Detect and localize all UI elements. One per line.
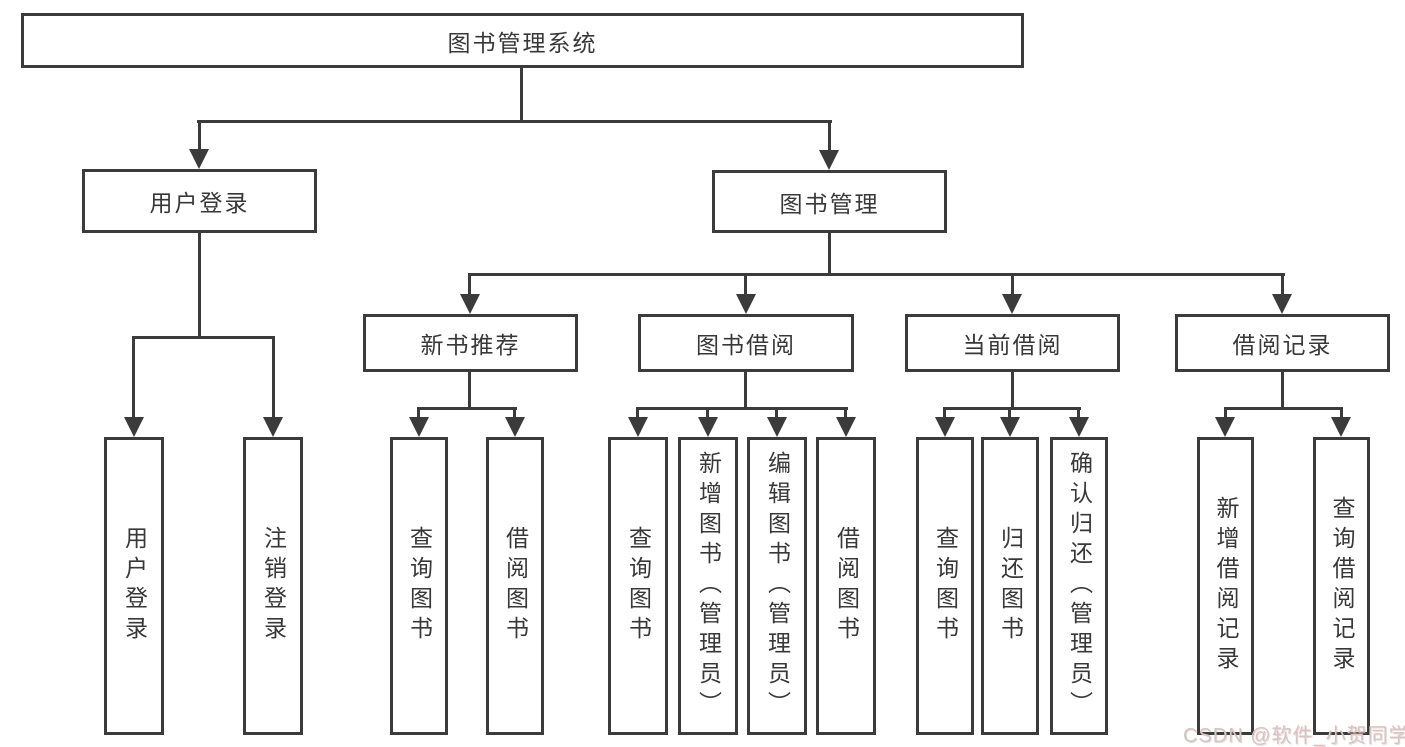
arrow-down-icon — [1272, 294, 1292, 314]
connector-stem-book-management — [828, 120, 831, 153]
node-label: 新增借阅记录 — [1213, 496, 1239, 676]
node-label: 图书借阅 — [696, 332, 796, 358]
leaf-current-query-books: 查询图书 — [916, 437, 974, 735]
arrow-down-icon — [1000, 417, 1020, 437]
arrow-down-icon — [460, 294, 480, 314]
connector-stem-leaf — [943, 407, 946, 419]
connector-stem-branch — [744, 273, 747, 296]
node-label: 归还图书 — [997, 526, 1024, 646]
node-new-book-recommend: 新书推荐 — [363, 314, 578, 372]
leaf-return-books: 归还图书 — [981, 437, 1039, 735]
arrow-down-icon — [1331, 417, 1351, 437]
connector-current-hbar — [944, 407, 1081, 410]
node-label: 用户登录 — [149, 190, 250, 216]
node-label: 借阅图书 — [502, 526, 529, 646]
connector-book-mgmt-stem — [828, 233, 831, 273]
connector-stem-leaf — [775, 407, 778, 419]
connector-recommend-hbar — [418, 407, 517, 410]
leaf-add-borrow-record: 新增借阅记录 — [1197, 437, 1254, 735]
arrow-down-icon — [767, 417, 787, 437]
node-label: 查询借阅记录 — [1329, 496, 1355, 676]
leaf-borrowing-query-books: 查询图书 — [608, 437, 668, 735]
connector-stem-leaf — [1224, 407, 1227, 419]
node-label: 查询图书 — [625, 526, 652, 646]
connector-stem-leaf — [132, 336, 135, 419]
connector-stem-branch — [468, 273, 471, 296]
connector-stem-leaf — [417, 407, 420, 419]
leaf-add-books-admin: 新增图书（管理员） — [678, 437, 738, 735]
connector-root-stem — [520, 68, 523, 120]
node-book-management: 图书管理 — [712, 170, 947, 233]
node-root-library-management-system: 图书管理系统 — [21, 13, 1024, 68]
arrow-down-icon — [189, 149, 209, 169]
arrow-down-icon — [505, 417, 525, 437]
connector-stem-leaf — [636, 407, 639, 419]
leaf-query-borrow-record: 查询借阅记录 — [1313, 437, 1370, 735]
arrow-down-icon — [263, 417, 283, 437]
arrow-down-icon — [1069, 417, 1089, 437]
connector-recommend-stem — [468, 372, 471, 407]
connector-stem-leaf — [844, 407, 847, 419]
connector-user-login-hbar — [133, 336, 275, 339]
node-label: 新书推荐 — [420, 332, 521, 358]
node-user-login: 用户登录 — [82, 169, 317, 233]
connector-borrowing-hbar — [637, 407, 848, 410]
node-label: 新增图书（管理员） — [695, 451, 722, 721]
arrow-down-icon — [836, 417, 856, 437]
watermark: CSDN @软件_小贺同学 — [1183, 725, 1405, 747]
node-book-borrowing: 图书借阅 — [638, 314, 854, 372]
arrow-down-icon — [628, 417, 648, 437]
connector-records-hbar — [1224, 407, 1343, 410]
connector-stem-branch — [1281, 273, 1284, 296]
arrow-down-icon — [698, 417, 718, 437]
node-label: 确认归还（管理员） — [1066, 451, 1093, 721]
connector-current-stem — [1011, 372, 1014, 407]
connector-borrowing-stem — [744, 372, 747, 407]
node-label: 当前借阅 — [962, 332, 1063, 358]
arrow-down-icon — [124, 417, 144, 437]
node-label: 借阅图书 — [833, 526, 860, 646]
connector-stem-leaf — [1008, 407, 1011, 419]
node-label: 查询图书 — [932, 526, 959, 646]
node-label: 注销登录 — [260, 526, 287, 646]
connector-stem-leaf — [272, 336, 275, 419]
leaf-borrowing-borrow-books: 借阅图书 — [816, 437, 876, 735]
connector-stem-user-login — [198, 120, 201, 152]
arrow-down-icon — [1002, 294, 1022, 314]
node-label: 编辑图书（管理员） — [764, 451, 791, 721]
node-current-borrowing: 当前借阅 — [905, 314, 1120, 372]
connector-records-stem — [1281, 372, 1284, 407]
leaf-user-login: 用户登录 — [104, 437, 164, 735]
connector-stem-leaf — [706, 407, 709, 419]
node-label: 用户登录 — [121, 526, 148, 646]
arrow-down-icon — [409, 417, 429, 437]
connector-stem-branch — [1011, 273, 1014, 296]
connector-stem-leaf — [513, 407, 516, 419]
connector-book-mgmt-hbar — [469, 273, 1285, 276]
connector-root-hbar — [197, 120, 832, 123]
arrow-down-icon — [1215, 417, 1235, 437]
leaf-edit-books-admin: 编辑图书（管理员） — [747, 437, 807, 735]
connector-user-login-stem — [198, 233, 201, 336]
node-label: 图书管理系统 — [447, 29, 598, 56]
node-label: 借阅记录 — [1232, 332, 1333, 358]
arrow-down-icon — [935, 417, 955, 437]
leaf-recommend-query-books: 查询图书 — [390, 437, 448, 735]
leaf-logout: 注销登录 — [243, 437, 303, 735]
arrow-down-icon — [736, 294, 756, 314]
node-borrow-records: 借阅记录 — [1175, 314, 1390, 372]
leaf-recommend-borrow-books: 借阅图书 — [486, 437, 544, 735]
node-label: 图书管理 — [779, 190, 880, 217]
connector-stem-leaf — [1077, 407, 1080, 419]
node-label: 查询图书 — [406, 526, 433, 646]
connector-stem-leaf — [1340, 407, 1343, 419]
arrow-down-icon — [819, 150, 839, 170]
leaf-confirm-return-admin: 确认归还（管理员） — [1050, 437, 1108, 735]
